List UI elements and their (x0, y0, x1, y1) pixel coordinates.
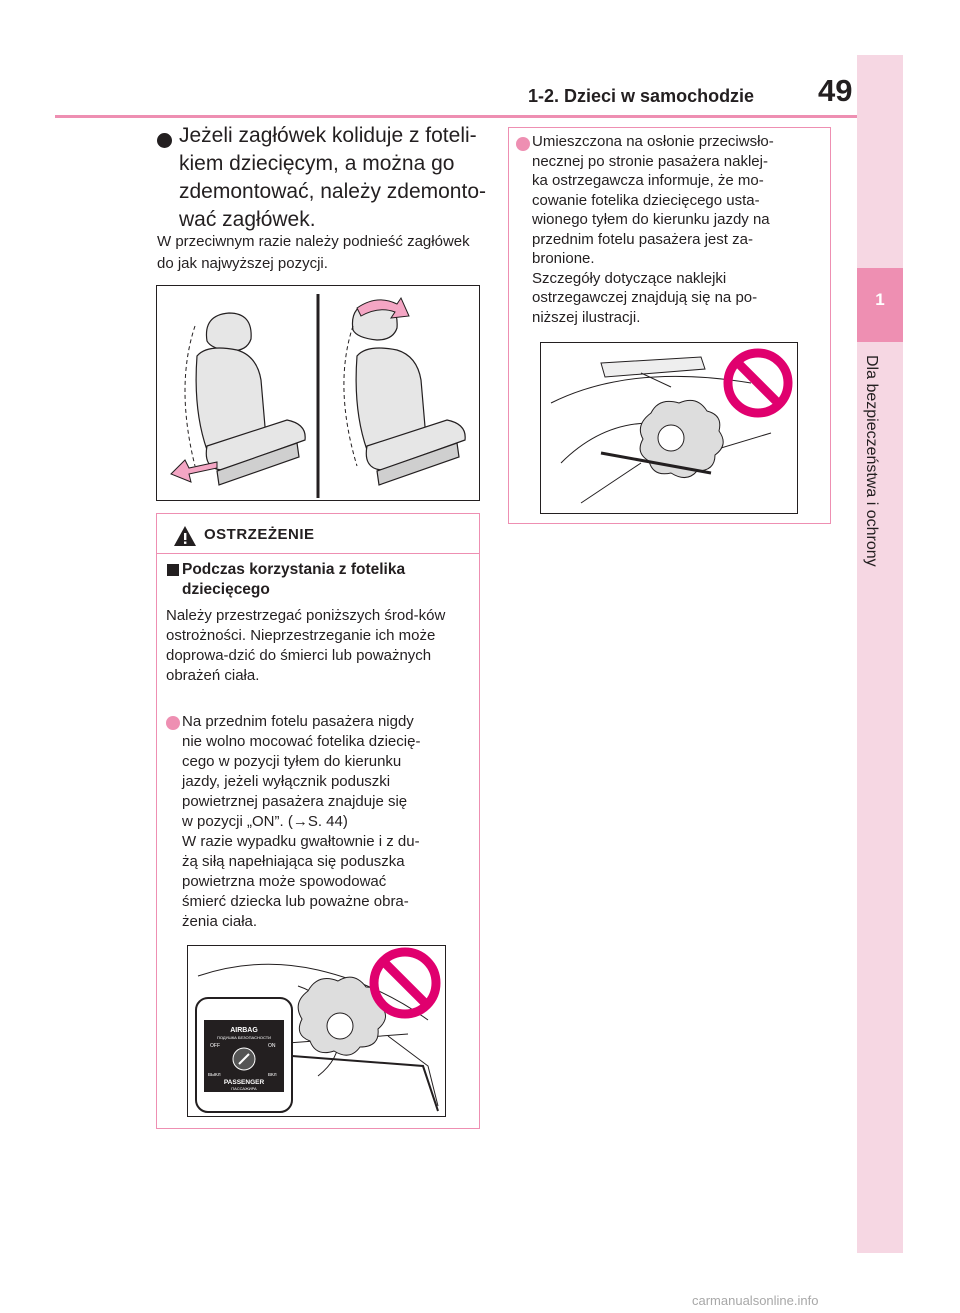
on-label: ON (268, 1043, 276, 1049)
arrow-left-icon (170, 459, 218, 483)
prohibition-icon (369, 947, 441, 1019)
bullet-icon (157, 133, 172, 148)
warning-intro-text: Należy przestrzegać poniższych środ-ków … (166, 607, 446, 684)
chapter-number-box (857, 268, 903, 342)
watermark: carmanualsonline.info (692, 1293, 819, 1308)
warning-item-text: Na przednim fotelu pasażera nigdy nie wo… (182, 713, 421, 930)
off-label: OFF (210, 1043, 220, 1049)
square-bullet-icon (167, 564, 179, 576)
header-rule (55, 115, 857, 118)
main-body-text: W przeciwnym razie należy podnieść zagłó… (157, 233, 470, 272)
info-text: Umieszczona na osłonie przeciwsło- neczn… (532, 133, 774, 326)
chapter-title: Dla bezpieczeństwa i ochrony (863, 355, 880, 567)
warning-triangle-icon (172, 524, 198, 548)
page-number: 49 (818, 73, 853, 108)
chapter-side-tab (857, 55, 903, 1253)
warning-subheading: Podczas korzystania z fotelika dziecięce… (182, 561, 406, 598)
headrest-illustration (156, 285, 480, 501)
warning-box (156, 513, 480, 1129)
arrow-up-icon (356, 296, 410, 319)
passenger-label-ru: ПАССАЖИРА (231, 1086, 257, 1091)
prohibition-icon (723, 348, 793, 418)
airbag-label: AIRBAG (230, 1027, 258, 1034)
warning-divider (157, 553, 479, 554)
seat-drawing-left (195, 312, 306, 486)
on-label-ru: ВКЛ (268, 1072, 277, 1077)
passenger-label: PASSENGER (224, 1079, 265, 1086)
pink-bullet-icon (516, 137, 530, 151)
info-box (508, 127, 831, 524)
chapter-number: 1 (875, 290, 885, 309)
section-heading: 1-2. Dzieci w samochodzie (528, 86, 755, 106)
off-label-ru: ВЫКЛ (208, 1072, 221, 1077)
main-heading: Jeżeli zagłówek koliduje z foteli-kiem d… (179, 124, 486, 231)
airbag-label-ru: ПОДУШКА БЕЗОПАСНОСТИ (217, 1035, 271, 1040)
pink-bullet-icon (166, 716, 180, 730)
warning-title: OSTRZEŻENIE (204, 526, 315, 543)
airbag-switch-illustration: AIRBAG ПОДУШКА БЕЗОПАСНОСТИ OFF ON ВЫКЛ … (187, 945, 446, 1117)
sun-visor-label-illustration (540, 342, 798, 514)
seat-drawing-right (351, 301, 466, 486)
